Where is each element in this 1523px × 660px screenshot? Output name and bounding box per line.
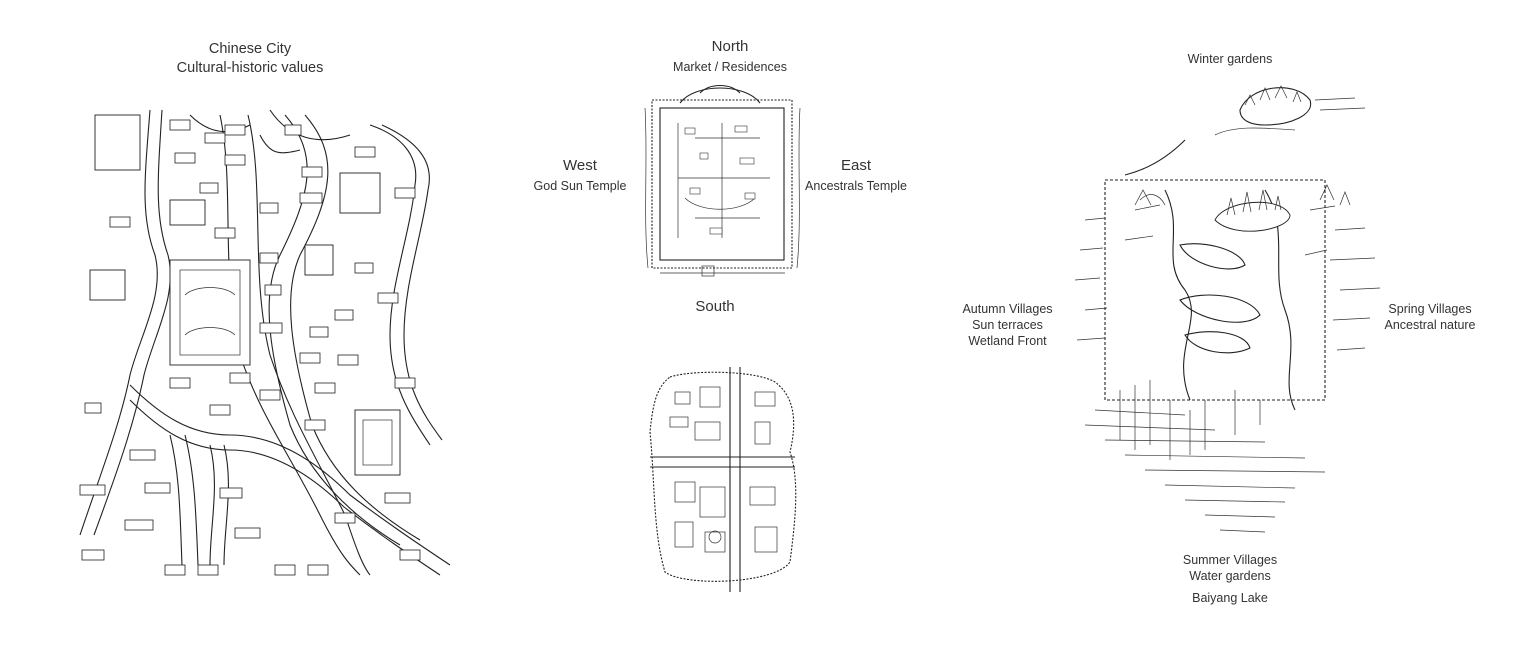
winter-gardens-label: Winter gardens: [1187, 52, 1273, 66]
chinese-city-map: [79, 109, 451, 576]
north-label: North: [711, 38, 749, 55]
summer-label-group: Summer Villages Water gardens Baiyang La…: [1160, 552, 1300, 606]
autumn-label-group: Autumn Villages Sun terraces Wetland Fro…: [950, 301, 1065, 349]
west-label-group: West God Sun Temple: [520, 156, 640, 194]
spring-label-group: Spring Villages Ancestral nature: [1370, 301, 1490, 333]
north-sub-label: Market / Residences: [673, 60, 787, 75]
landscape-sketch: [1074, 85, 1381, 533]
north-label-group: North Market / Residences: [615, 37, 845, 75]
left-title-line2: Cultural-historic values: [176, 59, 324, 76]
south-label: South: [695, 298, 735, 315]
left-title-line1: Chinese City: [208, 41, 292, 57]
west-sub-label: God Sun Temple: [533, 179, 627, 194]
summer-line1: Summer Villages: [1182, 553, 1278, 567]
summer-line2: Water gardens: [1189, 569, 1271, 583]
walled-city-plan-north: [644, 84, 801, 277]
west-label: West: [563, 157, 597, 174]
baiyang-lake-label: Baiyang Lake: [1192, 591, 1268, 605]
walled-city-plan-south: [649, 367, 797, 592]
left-title: Chinese City Cultural-historic values: [150, 40, 350, 77]
east-label: East: [840, 157, 871, 174]
east-label-group: East Ancestrals Temple: [795, 156, 917, 194]
autumn-line1: Autumn Villages: [962, 302, 1053, 316]
autumn-line3: Wetland Front: [968, 334, 1047, 348]
spring-line2: Ancestral nature: [1384, 318, 1476, 332]
spring-line1: Spring Villages: [1388, 302, 1472, 316]
autumn-line2: Sun terraces: [972, 318, 1043, 332]
east-sub-label: Ancestrals Temple: [805, 179, 907, 194]
